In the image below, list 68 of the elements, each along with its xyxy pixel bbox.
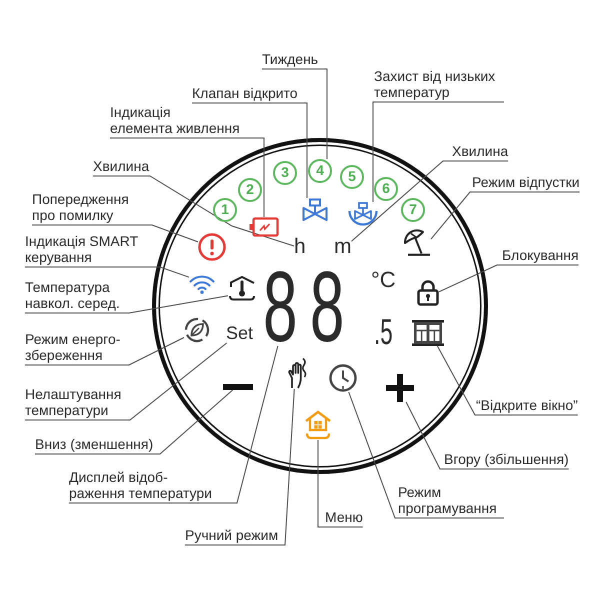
wifi-icon — [189, 272, 215, 294]
callout-label: Попередження про помилку — [32, 191, 140, 225]
callout-label: Меню — [325, 509, 363, 527]
callout-label: Хвилина — [452, 143, 508, 161]
leader-line — [24, 266, 190, 278]
day-number-circle: 3 — [273, 161, 297, 185]
callout-label: Захист від низьких температур — [374, 68, 504, 102]
leader-line — [192, 102, 308, 198]
callout-label: Режим відпустки — [472, 174, 580, 192]
temperature-digits: 88 — [263, 268, 357, 346]
decimal-digit: .5 — [374, 317, 393, 347]
callout-label: Блокування — [502, 247, 579, 265]
leader-line — [110, 138, 264, 218]
window-icon — [412, 320, 444, 346]
leader-line — [32, 224, 198, 242]
callout-label: Температура навкол. серед. — [25, 279, 129, 313]
day-number-circle: 7 — [401, 198, 425, 222]
leader-line — [430, 192, 580, 240]
leader-line — [318, 440, 364, 528]
battery-icon — [249, 217, 279, 237]
house-icon — [304, 410, 332, 440]
leaf-cycle-icon — [184, 317, 210, 343]
callout-label: Індикація SMART керування — [25, 233, 153, 267]
valve-icon — [302, 198, 328, 222]
house-thermometer-icon — [228, 275, 256, 301]
leader-line — [348, 392, 504, 518]
letter-symbol: h — [294, 236, 306, 258]
leader-line — [68, 346, 278, 504]
temperature-unit: °C — [371, 269, 396, 291]
minus-icon — [223, 384, 253, 390]
callout-label: Індикація елемента живлення — [110, 104, 244, 138]
warning-icon — [198, 233, 226, 261]
day-number-circle: 5 — [340, 165, 364, 189]
leader-line — [34, 390, 234, 454]
callout-label: Ручний режим — [185, 527, 278, 545]
leader-line — [24, 295, 228, 314]
callout-label: Режим енерго- збереження — [25, 331, 129, 365]
leader-line — [262, 68, 328, 160]
leader-line — [24, 337, 184, 366]
day-number-circle: 2 — [238, 178, 262, 202]
leader-line — [406, 402, 570, 470]
callout-label: Режим програмування — [398, 484, 504, 518]
callout-label: Дисплей відоб- раження температури — [69, 469, 221, 503]
callout-label: Клапан відкрито — [192, 85, 298, 103]
leader-line — [24, 342, 228, 420]
leader-line — [92, 176, 294, 246]
beach-umbrella-icon — [403, 229, 431, 257]
day-number-circle: 4 — [308, 159, 332, 183]
callout-label: “Відкрите вікно” — [476, 397, 578, 415]
leader-line — [372, 102, 504, 202]
leader-line — [351, 160, 509, 242]
callout-label: Вгору (збільшення) — [444, 451, 569, 469]
hand-icon — [286, 357, 308, 389]
callout-label: Нелаштування температури — [25, 386, 129, 420]
callout-label: Вниз (зменшення) — [35, 436, 154, 454]
callout-label: Хвилина — [93, 158, 150, 176]
clock-icon — [329, 364, 357, 392]
plus-icon — [386, 374, 414, 402]
leader-line — [184, 388, 295, 546]
set-indicator: Set — [226, 323, 254, 343]
padlock-icon — [417, 278, 439, 306]
letter-symbol: m — [334, 236, 352, 258]
valve-with-arc-icon — [348, 202, 378, 228]
callout-label: Тиждень — [262, 51, 318, 69]
day-number-circle: 1 — [213, 198, 237, 222]
leader-line — [436, 346, 578, 416]
day-number-circle: 6 — [374, 177, 398, 201]
leader-line — [438, 264, 579, 292]
